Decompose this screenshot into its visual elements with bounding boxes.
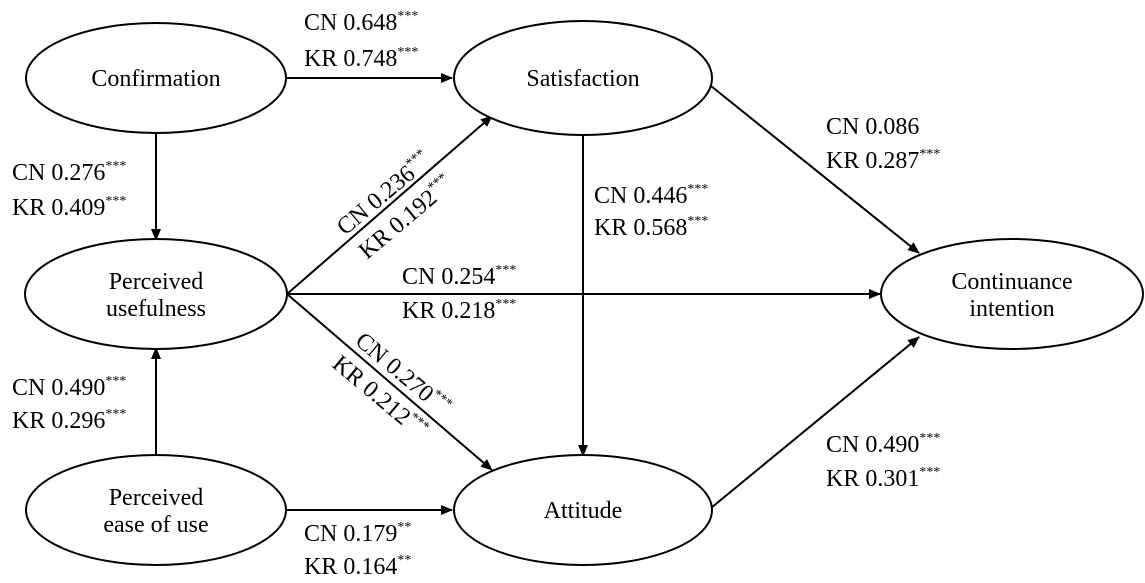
coef-peou-pu-cn-sig: *** bbox=[105, 374, 126, 389]
coef-sat-ci-cn-value: CN 0.086 bbox=[826, 114, 919, 140]
coef-sat-ci-cn: CN 0.086 bbox=[826, 114, 919, 140]
node-satisfaction: Satisfaction bbox=[453, 20, 713, 136]
coef-peou-pu-kr-sig: *** bbox=[105, 407, 126, 422]
coef-peou-pu-cn: CN 0.490*** bbox=[12, 374, 126, 401]
coef-conf-sat-kr-value: KR 0.748 bbox=[304, 46, 397, 72]
coef-sat-att-kr-sig: *** bbox=[687, 214, 708, 229]
coef-att-ci-kr: KR 0.301*** bbox=[826, 465, 940, 492]
coef-pu-ci-cn-value: CN 0.254 bbox=[402, 264, 495, 290]
node-attitude: Attitude bbox=[453, 454, 713, 566]
coef-att-ci-cn-sig: *** bbox=[919, 431, 940, 446]
coef-peou-pu-cn-value: CN 0.490 bbox=[12, 375, 105, 401]
coef-peou-pu-kr-value: KR 0.296 bbox=[12, 408, 105, 434]
coef-conf-sat-kr-sig: *** bbox=[397, 45, 418, 60]
coef-conf-pu-kr: KR 0.409*** bbox=[12, 194, 126, 221]
arrow-satisfaction-to-continuance-intention bbox=[710, 85, 920, 254]
coef-conf-pu-kr-sig: *** bbox=[105, 194, 126, 209]
node-continuance-intention-label-line2: intention bbox=[969, 296, 1054, 322]
coef-conf-pu-cn: CN 0.276*** bbox=[12, 159, 126, 186]
coef-peou-att-kr-value: KR 0.164 bbox=[304, 554, 397, 580]
coef-sat-ci-kr-value: KR 0.287 bbox=[826, 148, 919, 174]
node-perceived-usefulness: Perceived usefulness bbox=[24, 238, 288, 350]
coef-conf-sat-kr: KR 0.748*** bbox=[304, 45, 418, 72]
coef-conf-pu-kr-value: KR 0.409 bbox=[12, 195, 105, 221]
coef-att-ci-kr-sig: *** bbox=[919, 465, 940, 480]
coef-sat-att-cn: CN 0.446*** bbox=[594, 182, 708, 209]
node-confirmation-label: Confirmation bbox=[91, 66, 220, 92]
coef-sat-att-cn-value: CN 0.446 bbox=[594, 183, 687, 209]
coef-att-ci-cn-value: CN 0.490 bbox=[826, 432, 919, 458]
node-continuance-intention: Continuance intention bbox=[880, 238, 1144, 350]
coef-conf-pu-cn-sig: *** bbox=[105, 159, 126, 174]
arrow-perceived-usefulness-to-satisfaction bbox=[286, 115, 493, 295]
coef-peou-att-cn-sig: ** bbox=[397, 520, 411, 535]
coef-att-ci-cn: CN 0.490*** bbox=[826, 431, 940, 458]
coef-conf-sat-cn-value: CN 0.648 bbox=[304, 10, 397, 36]
coef-att-ci-kr-value: KR 0.301 bbox=[826, 466, 919, 492]
coef-sat-ci-kr: KR 0.287*** bbox=[826, 147, 940, 174]
coef-conf-pu-cn-value: CN 0.276 bbox=[12, 160, 105, 186]
coef-peou-att-kr-sig: ** bbox=[397, 553, 411, 568]
coef-pu-ci-cn-sig: *** bbox=[495, 263, 516, 278]
node-satisfaction-label: Satisfaction bbox=[526, 66, 639, 92]
coef-pu-ci-kr-sig: *** bbox=[495, 297, 516, 312]
arrow-perceived-usefulness-to-attitude bbox=[286, 293, 493, 471]
coef-peou-att-kr: KR 0.164** bbox=[304, 553, 411, 580]
coef-peou-pu-kr: KR 0.296*** bbox=[12, 407, 126, 434]
node-attitude-label: Attitude bbox=[544, 498, 623, 524]
coef-sat-att-cn-sig: *** bbox=[687, 182, 708, 197]
coef-sat-ci-kr-sig: *** bbox=[919, 147, 940, 162]
node-perceived-ease-of-use-label-line1: Perceived bbox=[109, 485, 204, 511]
coef-peou-att-cn: CN 0.179** bbox=[304, 520, 411, 547]
node-confirmation: Confirmation bbox=[25, 22, 287, 134]
coef-sat-att-kr: KR 0.568*** bbox=[594, 214, 708, 241]
node-perceived-ease-of-use-label-line2: ease of use bbox=[103, 512, 208, 538]
arrow-attitude-to-continuance-intention bbox=[710, 336, 920, 509]
coef-conf-sat-cn-sig: *** bbox=[397, 9, 418, 24]
coef-pu-ci-cn: CN 0.254*** bbox=[402, 263, 516, 290]
node-perceived-usefulness-label-line2: usefulness bbox=[106, 296, 206, 322]
coef-pu-ci-kr-value: KR 0.218 bbox=[402, 298, 495, 324]
coef-peou-att-cn-value: CN 0.179 bbox=[304, 521, 397, 547]
node-perceived-usefulness-label-line1: Perceived bbox=[109, 269, 204, 295]
node-perceived-ease-of-use: Perceived ease of use bbox=[25, 454, 287, 566]
node-continuance-intention-label-line1: Continuance bbox=[951, 269, 1072, 295]
coef-pu-ci-kr: KR 0.218*** bbox=[402, 297, 516, 324]
coef-conf-sat-cn: CN 0.648*** bbox=[304, 9, 418, 36]
coef-sat-att-kr-value: KR 0.568 bbox=[594, 215, 687, 241]
